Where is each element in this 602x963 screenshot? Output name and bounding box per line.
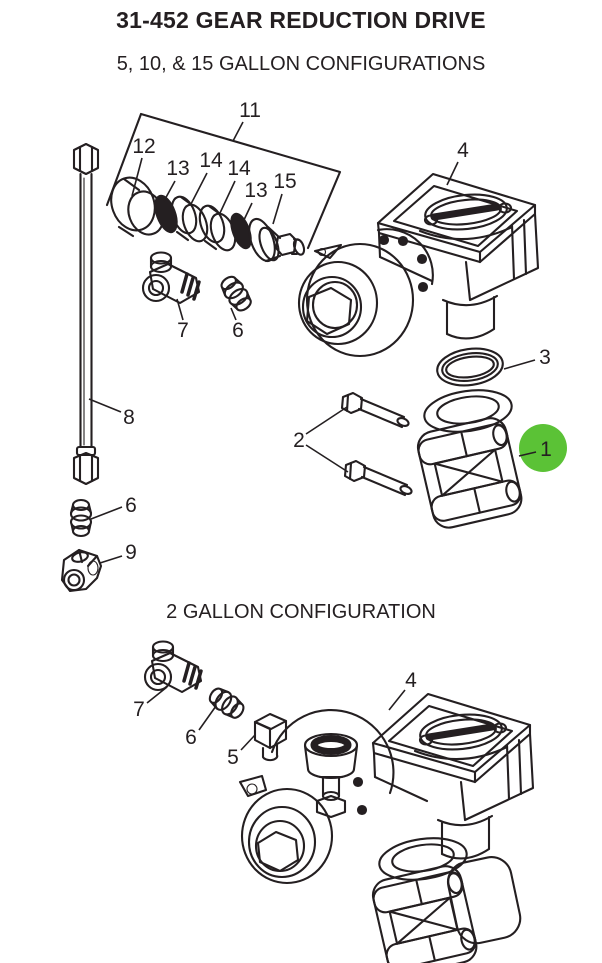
callout-4-top[interactable]: 4 (457, 139, 469, 162)
highlight-circle-part-1[interactable] (519, 424, 567, 472)
part-6-fitting-bottom (205, 683, 249, 723)
part-13-oring-b (230, 212, 252, 250)
part-14-spacer-a (170, 195, 209, 243)
part-2-bolt-b (343, 459, 413, 497)
callout-7-bottom[interactable]: 7 (133, 698, 145, 721)
callout-13-b[interactable]: 13 (244, 179, 267, 202)
callout-8[interactable]: 8 (123, 406, 135, 429)
part-7-valve-bottom (143, 639, 203, 694)
section-heading-two-gallon: 2 GALLON CONFIGURATION (166, 601, 436, 623)
part-11-group-bracket (105, 112, 342, 250)
part-4-gearbox-top (378, 174, 538, 338)
callout-7-top[interactable]: 7 (177, 319, 189, 342)
callout-2[interactable]: 2 (293, 429, 305, 452)
callout-12[interactable]: 12 (132, 135, 155, 158)
part-8-suction-tube (72, 142, 100, 486)
part-2-bolt-a (340, 391, 410, 429)
part-1-clamp (413, 384, 526, 532)
callout-5[interactable]: 5 (227, 746, 239, 769)
callout-15[interactable]: 15 (273, 170, 296, 193)
part-6-fitting-left (69, 498, 93, 538)
callout-14-b[interactable]: 14 (227, 157, 251, 180)
pump-assembly-bottom (238, 709, 395, 885)
callout-1-highlighted[interactable]: 1 (540, 438, 552, 461)
part-7-valve-top (141, 250, 201, 305)
part-4-gearbox-bottom (373, 694, 533, 858)
page-title: 31-452 GEAR REDUCTION DRIVE (116, 7, 486, 33)
callout-14-a[interactable]: 14 (199, 149, 223, 172)
leader-lines (88, 121, 536, 751)
callout-13-a[interactable]: 13 (166, 157, 189, 180)
callout-6-bottom[interactable]: 6 (185, 726, 197, 749)
callout-9[interactable]: 9 (125, 541, 137, 564)
callout-6-top[interactable]: 6 (232, 319, 244, 342)
part-3-oring (436, 347, 504, 387)
leader-part-1 (518, 451, 537, 457)
callout-6-left[interactable]: 6 (125, 494, 137, 517)
part-15-cone-seat (248, 217, 306, 263)
section-heading-multi-gallon: 5, 10, & 15 GALLON CONFIGURATIONS (116, 53, 486, 75)
part-14-spacer-b (198, 204, 237, 252)
part-9-elbow (60, 548, 103, 593)
pump-drum-top (297, 228, 434, 358)
callout-3[interactable]: 3 (539, 346, 551, 369)
clamp-bottom (368, 832, 522, 963)
part-5-elbow-fitting (253, 712, 288, 762)
part-6-fitting-top (216, 272, 256, 316)
part-13-oring-a (154, 194, 178, 234)
callout-4-bottom[interactable]: 4 (405, 669, 417, 692)
callout-11[interactable]: 11 (239, 99, 261, 122)
